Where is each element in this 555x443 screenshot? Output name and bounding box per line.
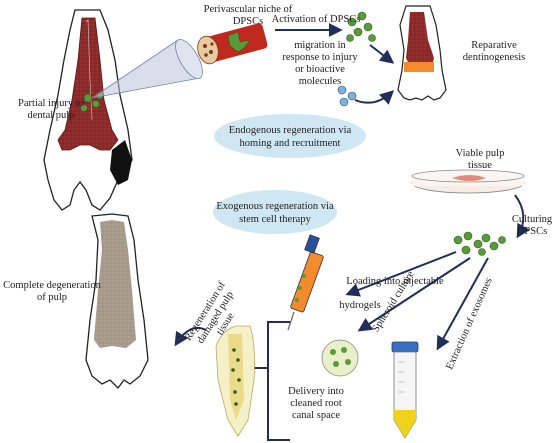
regeneration-arrow <box>174 326 207 347</box>
label-perivascular-niche: Perivascular niche of DPSCs <box>203 4 293 27</box>
endogenous-oval <box>214 114 366 158</box>
molecules-arrow <box>354 90 395 105</box>
spheroid-dish <box>321 339 359 377</box>
tooth-degenerated <box>85 213 149 389</box>
label-migration: migration in response to injury or bioac… <box>282 40 358 87</box>
label-activation: Activation of DPSCs <box>271 14 361 25</box>
bioactive-molecules <box>337 85 357 107</box>
cluster-to-tooth-arrow <box>369 44 395 64</box>
tooth-reparative <box>397 5 447 101</box>
culturing-arrow <box>514 194 530 239</box>
to-hydrogel-arrow <box>345 251 457 297</box>
label-delivery: Delivery into cleaned root canal space <box>288 386 344 421</box>
falcon-tube <box>391 341 419 439</box>
label-loading-injectable: Loading into injectable <box>346 276 444 287</box>
label-culturing: Culturing DPSCs <box>511 214 553 237</box>
to-spheroid-arrow <box>357 257 471 332</box>
endogenous-oval-text: Endogenous regeneration via homing and r… <box>228 125 352 149</box>
tooth-partial-injury <box>43 9 203 211</box>
exogenous-oval-text: Exogenous regeneration via stem cell the… <box>216 201 334 225</box>
label-reparative: Reparative dentinogenesis <box>462 40 526 63</box>
label-viable-pulp: Viable pulp tissue <box>455 148 505 171</box>
activated-dpsc-cluster <box>346 11 376 42</box>
label-hydrogels: hydrogels <box>339 300 381 311</box>
delivery-bracket <box>267 321 290 441</box>
root-canal-tooth <box>215 325 255 437</box>
perivascular-vessel <box>197 23 268 65</box>
exogenous-oval <box>213 190 337 234</box>
petri-dish <box>411 169 525 194</box>
label-complete-degeneration: Complete degeneration of pulp <box>3 280 101 303</box>
syringe <box>287 234 324 331</box>
to-exosome-arrow <box>436 257 489 351</box>
cultured-dpsc-cluster <box>453 231 506 256</box>
label-partial-injury: Partial injury to dental pulp <box>18 98 84 121</box>
